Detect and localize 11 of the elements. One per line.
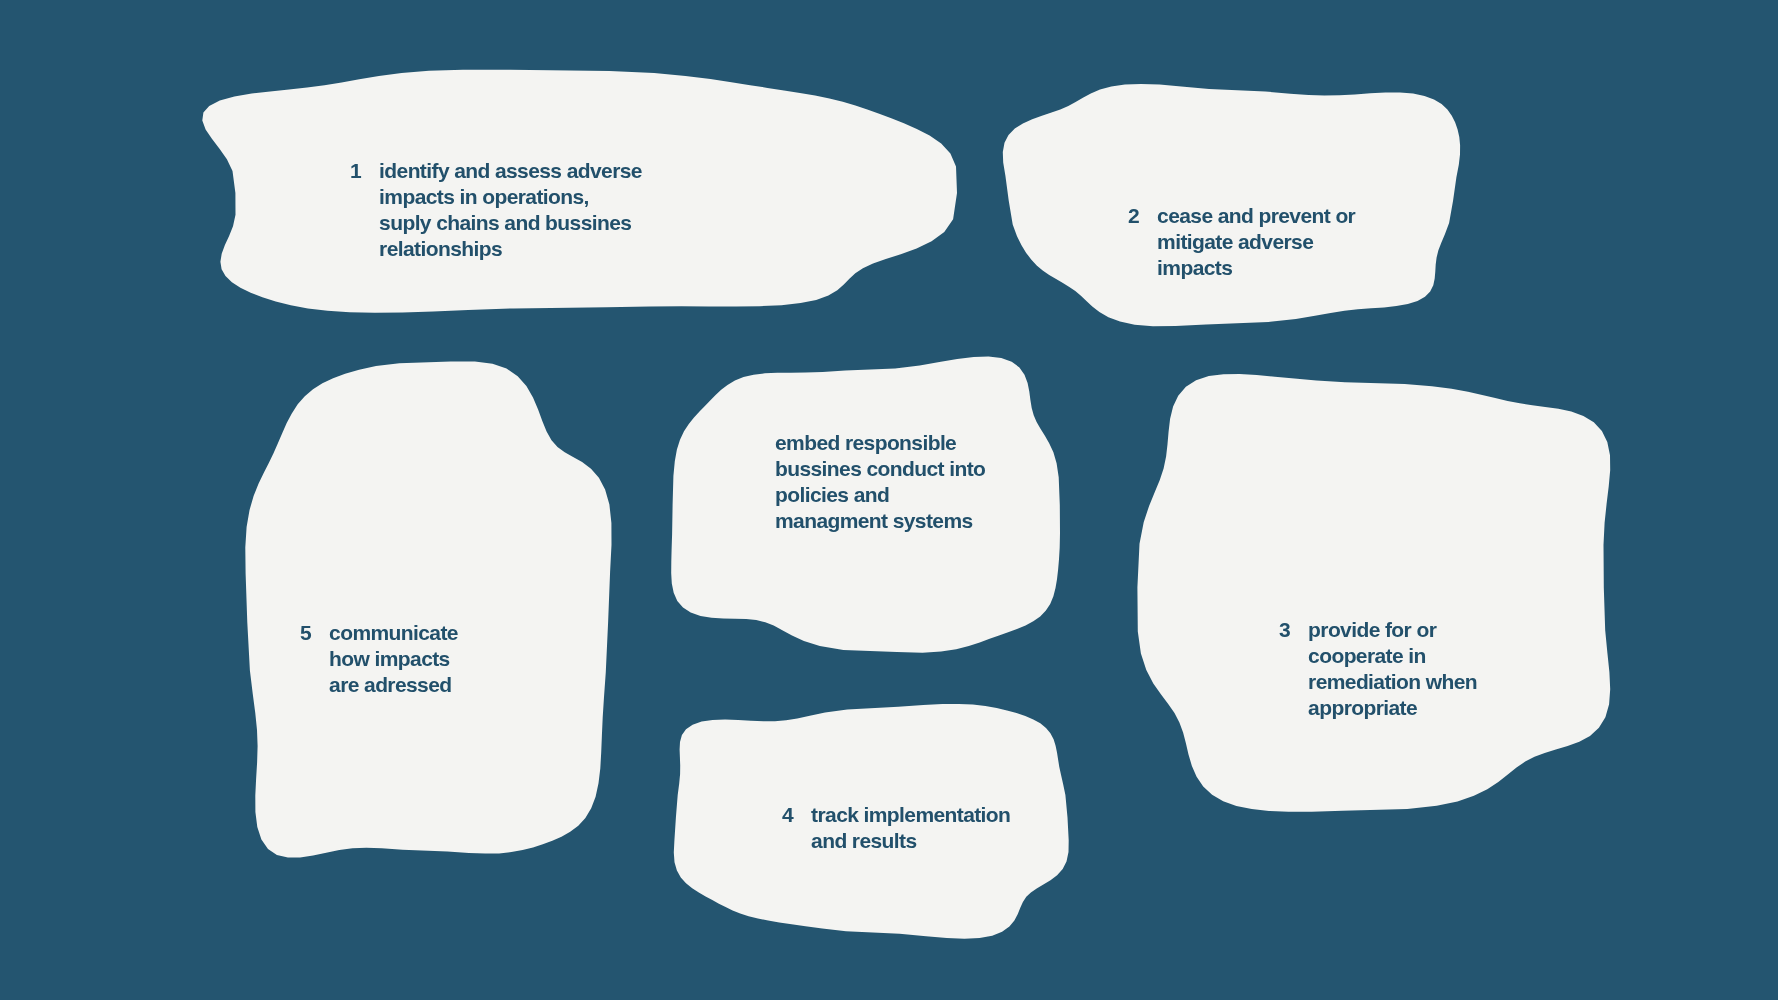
step-number: 2 [1128, 203, 1140, 229]
step-number: 1 [350, 158, 362, 184]
step-number: 5 [300, 620, 312, 646]
step-text: provide for or cooperate in remediation when appropriate [1308, 617, 1479, 721]
step-text: embed responsible bussines conduct into policies and managment systems [775, 430, 987, 534]
step-text: cease and prevent or mitigate adverse impacts [1157, 203, 1357, 281]
step-text: track implementation and results [811, 802, 1012, 854]
step-text: communicate how impacts are adressed [329, 620, 459, 698]
step-text: identify and assess adverse impacts in operations, suply chains and bussines relationships [379, 158, 643, 262]
step-number: 4 [782, 802, 794, 828]
step-number: 3 [1279, 617, 1291, 643]
